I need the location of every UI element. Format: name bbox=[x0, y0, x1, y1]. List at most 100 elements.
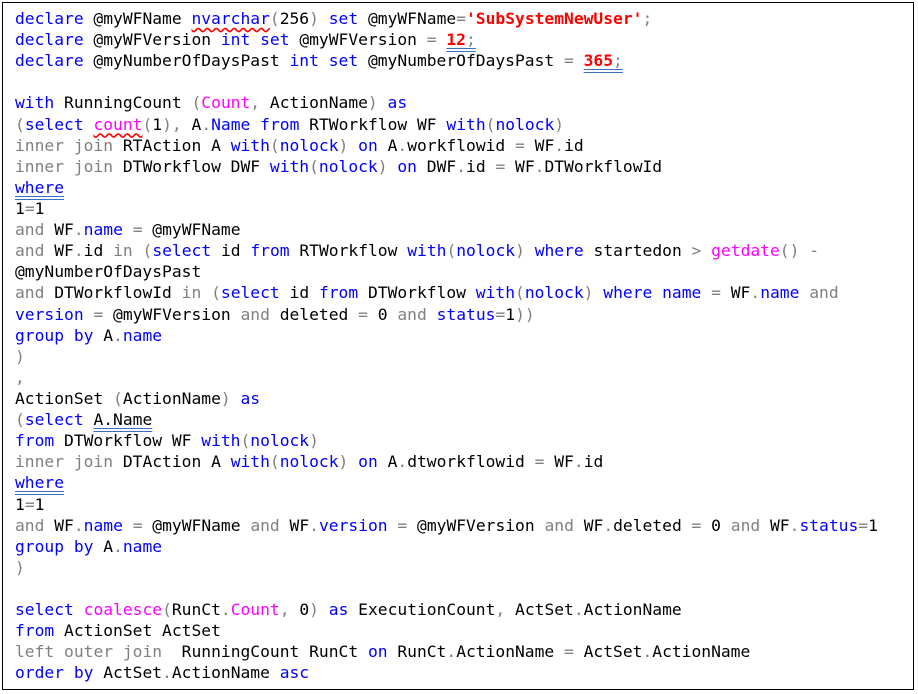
code-token: and bbox=[15, 283, 45, 303]
code-token: = bbox=[24, 494, 35, 514]
code-token: on bbox=[358, 135, 378, 155]
code-line: ActionSet (ActionName) as bbox=[15, 388, 878, 409]
code-token: on bbox=[397, 156, 417, 176]
code-token bbox=[348, 452, 358, 471]
code-token: . bbox=[397, 135, 408, 155]
code-line: group by A.name bbox=[15, 536, 878, 557]
code-token: nolock bbox=[250, 431, 310, 451]
code-token: where bbox=[603, 283, 653, 303]
code-token: where bbox=[15, 473, 65, 493]
code-token: ( bbox=[269, 9, 280, 28]
code-token: . bbox=[446, 642, 457, 662]
code-token bbox=[74, 600, 84, 619]
code-token: . bbox=[573, 600, 584, 620]
code-line: , bbox=[15, 367, 878, 388]
code-token: ) bbox=[515, 241, 525, 261]
code-token: RTWorkflow WF bbox=[299, 114, 447, 134]
code-token: = bbox=[711, 283, 721, 303]
code-token: group bbox=[15, 325, 65, 345]
code-token: order bbox=[15, 663, 65, 683]
code-token: ( bbox=[191, 93, 202, 113]
code-token: in bbox=[113, 241, 133, 261]
code-token: . bbox=[603, 515, 614, 535]
code-token: join bbox=[73, 452, 114, 472]
code-token: name bbox=[662, 283, 702, 303]
code-token: ( bbox=[485, 114, 496, 134]
code-token: A bbox=[377, 452, 398, 472]
code-token: WF bbox=[720, 283, 751, 303]
code-token: . bbox=[750, 283, 761, 303]
code-token: ActSet bbox=[573, 642, 643, 662]
code-token: join bbox=[122, 642, 163, 662]
code-token: ActionName bbox=[583, 600, 682, 620]
code-token: ( bbox=[240, 431, 251, 451]
code-token bbox=[64, 136, 74, 155]
code-token: DTWorkflow bbox=[358, 283, 476, 303]
code-token: ) bbox=[15, 346, 25, 366]
code-token: and bbox=[250, 515, 280, 535]
code-token: name bbox=[83, 220, 123, 240]
code-token: ) bbox=[309, 600, 319, 620]
code-token: getdate bbox=[711, 241, 780, 261]
code-line: inner join DTWorkflow DWF with(nolock) o… bbox=[15, 156, 878, 177]
code-token bbox=[133, 241, 143, 260]
code-token: . bbox=[309, 515, 319, 535]
code-token: id bbox=[583, 452, 604, 472]
code-token: . bbox=[573, 452, 584, 472]
code-token: by bbox=[73, 663, 94, 683]
code-token: ( bbox=[269, 135, 280, 155]
code-token bbox=[593, 283, 603, 302]
code-token: id bbox=[564, 135, 584, 155]
code-token: by bbox=[73, 536, 94, 556]
code-token: nolock bbox=[524, 283, 584, 303]
code-token: deleted bbox=[613, 515, 692, 535]
code-token bbox=[54, 642, 64, 661]
code-token: = bbox=[564, 51, 574, 71]
code-token: WF bbox=[573, 515, 604, 535]
code-token: version bbox=[15, 304, 84, 324]
code-token: select bbox=[24, 114, 84, 134]
code-token bbox=[437, 30, 447, 49]
code-token: . bbox=[73, 241, 84, 261]
code-token: 'SubSystemNewUser' bbox=[466, 9, 643, 28]
code-token: id bbox=[211, 241, 251, 261]
code-token: with bbox=[15, 93, 55, 113]
code-token: RunCt bbox=[171, 600, 221, 620]
code-token: id bbox=[83, 241, 114, 261]
code-line: ) bbox=[15, 346, 878, 367]
code-token: declare bbox=[15, 9, 84, 28]
code-token: DTWorkflow DWF bbox=[113, 156, 270, 176]
code-line: declare @myWFName nvarchar(256) set @myW… bbox=[15, 8, 878, 29]
code-line: left outer join RunningCount RunCt on Ru… bbox=[15, 641, 878, 662]
code-token: and bbox=[730, 515, 761, 535]
code-token: asc bbox=[279, 663, 310, 683]
code-token: = bbox=[515, 135, 525, 155]
code-token: WF bbox=[44, 220, 74, 240]
code-token bbox=[388, 516, 398, 535]
code-line: with RunningCount (Count, ActionName) as bbox=[15, 92, 878, 113]
code-token: select bbox=[15, 600, 74, 620]
code-token: ActionName bbox=[652, 642, 751, 662]
code-token: = bbox=[397, 515, 408, 535]
code-line bbox=[15, 578, 878, 599]
code-token: deleted bbox=[269, 304, 359, 324]
code-token: 256 bbox=[279, 9, 310, 28]
code-token: on bbox=[367, 642, 388, 662]
code-token: in bbox=[181, 283, 202, 303]
code-token: = bbox=[358, 304, 368, 324]
code-editor[interactable]: declare @myWFName nvarchar(256) set @myW… bbox=[15, 8, 878, 684]
code-token: join bbox=[73, 156, 114, 176]
code-token: ) bbox=[583, 283, 594, 303]
code-line: from DTWorkflow WF with(nolock) bbox=[15, 430, 878, 451]
code-token: > bbox=[691, 241, 702, 261]
code-token: @myWFVersion bbox=[83, 30, 221, 50]
code-token bbox=[123, 516, 133, 535]
code-token: where bbox=[15, 177, 65, 197]
code-token: as bbox=[240, 388, 261, 408]
code-token: = bbox=[858, 515, 869, 535]
code-token: WF bbox=[524, 135, 555, 155]
code-token bbox=[525, 241, 535, 260]
code-token: = bbox=[132, 220, 143, 240]
code-line: and DTWorkflowId in (select id from DTWo… bbox=[15, 282, 878, 303]
code-token: ActSet bbox=[93, 663, 163, 683]
